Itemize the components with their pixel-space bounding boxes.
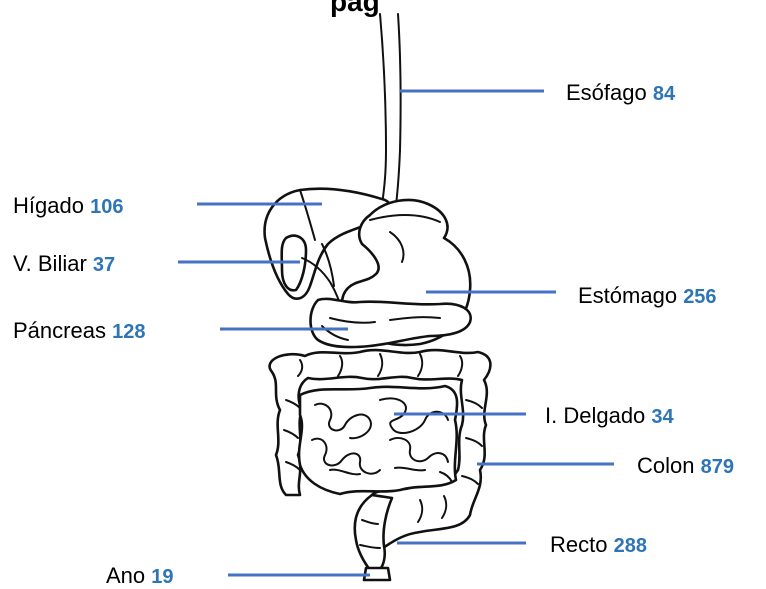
label-estomago-value: 256	[683, 286, 716, 308]
label-colon-name: Colon	[637, 453, 694, 478]
esophagus-drawing	[380, 14, 401, 205]
label-recto-value: 288	[614, 535, 647, 557]
pancreas-drawing	[311, 299, 471, 347]
label-esofago: Esófago 84	[566, 80, 675, 106]
label-esofago-name: Esófago	[566, 80, 647, 105]
label-ano-value: 19	[151, 566, 173, 588]
label-ano: Ano 19	[106, 563, 174, 589]
label-biliar-name: V. Biliar	[13, 251, 87, 276]
label-biliar: V. Biliar 37	[13, 251, 115, 277]
label-pancreas-value: 128	[112, 321, 145, 343]
label-colon: Colon 879	[637, 453, 734, 479]
label-higado-value: 106	[90, 196, 123, 218]
label-delgado: I. Delgado 34	[545, 403, 674, 429]
label-biliar-value: 37	[93, 254, 115, 276]
small-intestine-drawing	[299, 386, 457, 494]
label-delgado-name: I. Delgado	[545, 403, 645, 428]
label-pancreas-name: Páncreas	[13, 318, 106, 343]
label-estomago-name: Estómago	[578, 283, 677, 308]
label-recto: Recto 288	[550, 532, 647, 558]
label-pancreas: Páncreas 128	[13, 318, 145, 344]
label-recto-name: Recto	[550, 532, 607, 557]
label-estomago: Estómago 256	[578, 283, 717, 309]
label-esofago-value: 84	[653, 83, 675, 105]
label-delgado-value: 34	[651, 406, 673, 428]
label-colon-value: 879	[701, 456, 734, 478]
label-higado: Hígado 106	[13, 193, 123, 219]
label-higado-name: Hígado	[13, 193, 84, 218]
label-ano-name: Ano	[106, 563, 145, 588]
